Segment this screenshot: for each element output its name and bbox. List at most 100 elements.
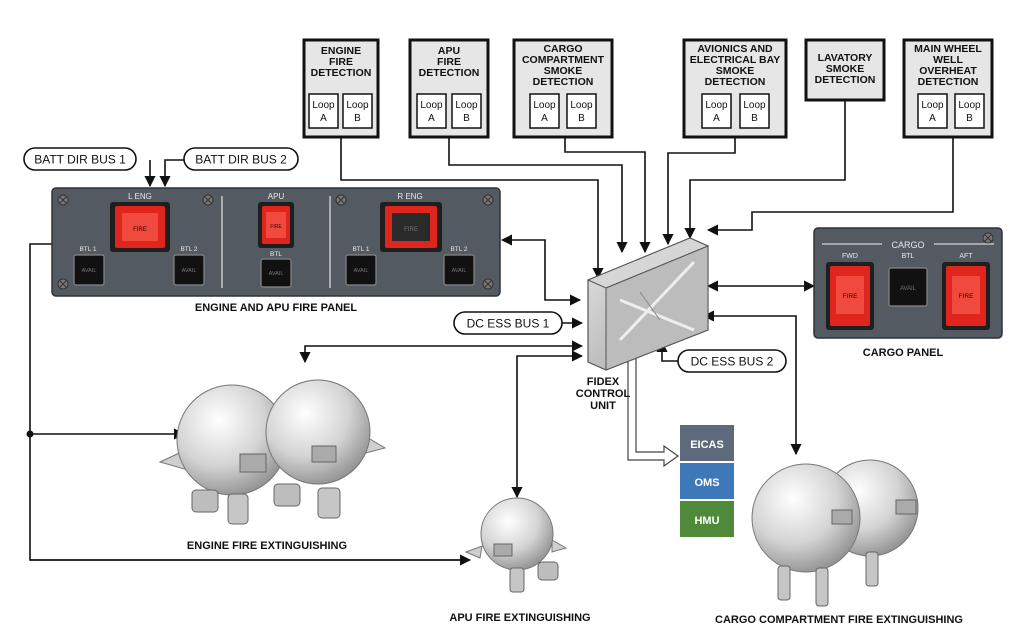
- screw-icon: [57, 194, 69, 206]
- loop-a-box: [917, 93, 948, 129]
- avail-label: AVAIL: [269, 271, 284, 277]
- avail-label: AVAIL: [82, 268, 97, 274]
- l-eng-btl1-button[interactable]: AVAIL: [73, 254, 105, 286]
- detector-title-line: LAVATORY: [818, 52, 873, 64]
- fire-label: FIRE: [843, 293, 858, 300]
- detector-title-line: ENGINE: [321, 45, 361, 57]
- detector-title-line: ELECTRICAL BAY: [690, 54, 780, 66]
- detector-title-line: DETECTION: [311, 67, 372, 79]
- loop-a-box: [529, 93, 560, 129]
- detector-title-line: SMOKE: [826, 63, 865, 75]
- cargo-panel: CARGO FWD BTL AFT FIRE AVAIL FIRE: [813, 227, 1003, 339]
- bus-label-dc1: DC ESS BUS 1: [467, 317, 550, 331]
- avail-label: AVAIL: [452, 268, 467, 274]
- output-hmu-box: [680, 501, 734, 537]
- cargo-title: CARGO: [891, 240, 924, 250]
- output-oms-label: OMS: [694, 477, 719, 489]
- connection-wires: [26, 100, 954, 566]
- wire-cargo-detect: [564, 137, 651, 254]
- bus-labels: BATT DIR BUS 1 BATT DIR BUS 2 DC ESS BUS…: [23, 147, 787, 373]
- detector-title-line: CARGO: [543, 43, 582, 55]
- fire-label: FIRE: [959, 293, 974, 300]
- l-eng-label: L ENG: [128, 192, 152, 201]
- btl2-label: BTL 2: [450, 246, 467, 253]
- fire-label: FIRE: [270, 224, 282, 230]
- wire-apu-bottle: [511, 350, 584, 499]
- bus-label-dc2: DC ESS BUS 2: [691, 355, 774, 369]
- bus-label-batt2: BATT DIR BUS 2: [195, 153, 287, 167]
- engine-apu-fire-panel: L ENG FIRE BTL 1 AVAIL BTL 2 AVAIL APU F…: [51, 187, 501, 297]
- screw-icon: [335, 194, 347, 206]
- detector-title-line: DETECTION: [419, 67, 480, 79]
- l-eng-btl2-button[interactable]: AVAIL: [173, 254, 205, 286]
- apu-extinguisher-bottle[interactable]: [464, 497, 568, 593]
- detector-title-line: APU: [438, 45, 460, 57]
- detector-title-line: MAIN WHEEL: [914, 43, 982, 55]
- bus-pill: [677, 349, 787, 373]
- fire-label: FIRE: [404, 227, 418, 233]
- avail-label: AVAIL: [900, 286, 917, 292]
- detector-title-line: AVIONICS AND: [697, 43, 773, 55]
- detector-title-line: WELL: [933, 54, 963, 66]
- fidex-label-line: CONTROL: [576, 388, 631, 400]
- avail-label: AVAIL: [182, 268, 197, 274]
- bus-label-batt1: BATT DIR BUS 1: [34, 153, 126, 167]
- bus-pill: [23, 147, 137, 171]
- loop-a-box: [308, 93, 339, 129]
- output-arrow: [627, 351, 680, 468]
- output-eicas-label: EICAS: [690, 439, 724, 451]
- output-eicas-box: [680, 425, 734, 461]
- apu-label: APU: [268, 192, 285, 201]
- fidex-label-line: FIDEX: [587, 376, 620, 388]
- extinguisher-bottle-icon: [751, 463, 861, 607]
- cargo-fwd-fire-button[interactable]: FIRE: [826, 262, 874, 330]
- l-eng-fire-handle[interactable]: FIRE: [110, 202, 170, 252]
- bus-pill: [183, 147, 299, 171]
- bus-pill: [453, 311, 563, 335]
- engine-extinguishing-label: ENGINE FIRE EXTINGUISHING: [187, 540, 347, 552]
- loop-b-box: [342, 93, 373, 129]
- apu-fire-handle[interactable]: FIRE: [258, 202, 294, 248]
- cargo-btl-button[interactable]: AVAIL: [888, 267, 928, 307]
- r-eng-fire-handle[interactable]: FIRE: [380, 202, 442, 252]
- wire-lavatory-detect: [684, 100, 846, 240]
- engine-extinguisher-bottles: [158, 379, 387, 525]
- detector-title-line: OVERHEAT: [919, 65, 977, 77]
- r-eng-btl1-button[interactable]: AVAIL: [345, 254, 377, 286]
- loop-b-box: [451, 93, 482, 129]
- cargo-aft-label: AFT: [959, 253, 973, 260]
- loop-a-box: [416, 93, 447, 129]
- screw-icon: [982, 232, 994, 244]
- btl1-label: BTL 1: [352, 246, 369, 253]
- cargo-btl-label: BTL: [902, 253, 915, 260]
- detector-title-line: SMOKE: [716, 65, 755, 77]
- fidex-control-unit: [586, 237, 710, 371]
- screw-icon: [202, 194, 214, 206]
- wire-avionics-detect: [662, 137, 736, 246]
- cargo-aft-fire-button[interactable]: FIRE: [942, 262, 990, 330]
- cargo-panel-caption: CARGO PANEL: [863, 347, 944, 359]
- wire-cargo-bottles: [702, 310, 802, 456]
- r-eng-btl2-button[interactable]: AVAIL: [443, 254, 475, 286]
- btl1-label: BTL 1: [79, 246, 96, 253]
- wire-apu-detect: [448, 137, 628, 254]
- loop-b-box: [566, 93, 597, 129]
- fidex-label-line: UNIT: [590, 400, 616, 412]
- apu-btl-button[interactable]: AVAIL: [260, 258, 292, 288]
- avail-label: AVAIL: [354, 268, 369, 274]
- output-hmu-label: HMU: [694, 515, 719, 527]
- detector-title-line: FIRE: [437, 56, 461, 68]
- extinguisher-bottle-icon: [265, 379, 387, 519]
- wire-batt2: [159, 159, 190, 188]
- detector-title-line: DETECTION: [918, 76, 979, 88]
- loop-b-box: [739, 93, 770, 129]
- screw-icon: [482, 194, 494, 206]
